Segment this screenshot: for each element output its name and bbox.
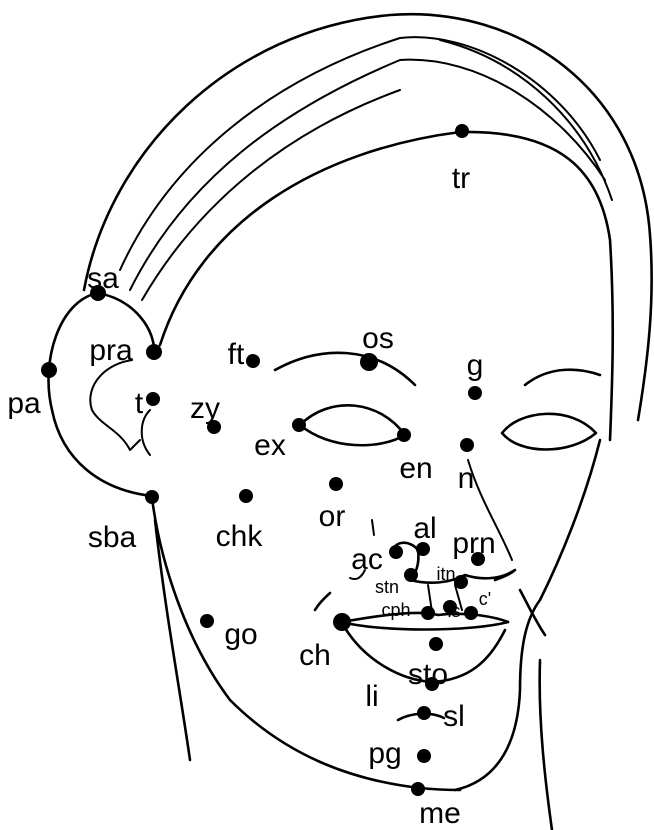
landmark-label-os: os: [362, 322, 394, 355]
landmark-dot-itn: [454, 575, 468, 589]
landmark-dot-g: [468, 386, 482, 400]
landmark-dot-ch: [333, 613, 351, 631]
landmark-n: n: [458, 438, 475, 495]
landmark-label-en: en: [399, 452, 432, 485]
landmark-pra: pra: [89, 334, 162, 367]
landmark-label-prn: prn: [452, 527, 495, 560]
landmark-label-ex: ex: [254, 429, 286, 462]
landmark-label-go: go: [224, 618, 257, 651]
landmark-dot-pa: [41, 362, 57, 378]
landmark-label-sa: sa: [87, 262, 119, 295]
landmark-dot-ft: [246, 354, 260, 368]
landmark-label-n: n: [458, 462, 475, 495]
landmark-dot-cph: [421, 606, 435, 620]
landmark-dot-c: [464, 606, 478, 620]
landmark-label-t: t: [135, 387, 144, 420]
landmark-dot-stn: [404, 568, 418, 582]
landmark-chk: chk: [216, 489, 264, 553]
landmark-label-zy: zy: [190, 392, 220, 425]
landmark-dot-sl: [417, 706, 431, 720]
landmark-dot-t: [146, 392, 160, 406]
landmark-ft: ft: [228, 338, 260, 371]
landmark-dot-li: [425, 677, 439, 691]
landmark-dot-pg: [417, 749, 431, 763]
landmark-dot-chk: [239, 489, 253, 503]
landmark-or: or: [319, 477, 346, 533]
landmark-label-ft: ft: [228, 338, 245, 371]
landmark-dot-sba: [145, 490, 159, 504]
landmark-en: en: [397, 428, 433, 485]
landmark-itn: itn: [436, 564, 468, 589]
landmark-label-pa: pa: [7, 387, 41, 420]
landmark-go: go: [200, 614, 258, 651]
landmark-os: os: [360, 322, 394, 371]
landmark-label-sl: sl: [443, 700, 465, 733]
landmark-dot-go: [200, 614, 214, 628]
landmark-label-c: c': [479, 589, 491, 609]
landmark-dot-ex: [292, 418, 306, 432]
landmark-ls: ls: [443, 600, 461, 621]
landmark-ex: ex: [254, 418, 306, 462]
landmark-cph: cph: [381, 600, 435, 620]
landmark-dot-pra: [146, 344, 162, 360]
landmark-label-chk: chk: [216, 520, 264, 553]
landmark-label-tr: tr: [452, 162, 470, 195]
landmark-zy: zy: [190, 392, 221, 434]
landmark-ch: ch: [299, 613, 351, 672]
landmark-label-ch: ch: [299, 639, 331, 672]
landmark-label-g: g: [467, 349, 484, 382]
landmark-label-or: or: [319, 500, 346, 533]
landmark-sa: sa: [87, 262, 119, 301]
landmark-dot-os: [360, 353, 378, 371]
landmark-dot-or: [329, 477, 343, 491]
landmarks-layer: tr sa pra pa t sba ft os g zy ex enn or chk alprn acstn…: [7, 124, 495, 830]
landmark-ac: ac: [351, 543, 403, 576]
landmark-label-ac: ac: [351, 543, 383, 576]
landmark-label-cph: cph: [381, 600, 410, 620]
landmark-label-ls: ls: [448, 601, 461, 621]
landmark-label-pg: pg: [368, 737, 401, 770]
landmark-dot-me: [411, 782, 425, 796]
landmark-label-al: al: [413, 512, 436, 545]
landmark-tr: tr: [452, 124, 470, 195]
face-outline-drawing: [49, 14, 652, 830]
landmark-sba: sba: [88, 490, 159, 554]
landmark-dot-sto: [429, 637, 443, 651]
landmark-al: al: [413, 512, 436, 556]
landmark-t: t: [135, 387, 160, 420]
landmark-prn: prn: [452, 527, 495, 566]
landmark-dot-tr: [455, 124, 469, 138]
landmark-g: g: [467, 349, 484, 400]
landmark-label-me: me: [419, 797, 461, 830]
landmark-dot-en: [397, 428, 411, 442]
landmark-dot-ac: [389, 545, 403, 559]
landmark-label-pra: pra: [89, 334, 133, 367]
landmark-dot-n: [460, 438, 474, 452]
landmark-label-stn: stn: [375, 577, 399, 597]
landmark-label-sba: sba: [88, 521, 137, 554]
landmark-label-itn: itn: [436, 564, 455, 584]
landmark-label-li: li: [365, 680, 378, 713]
landmark-pg: pg: [368, 737, 431, 770]
